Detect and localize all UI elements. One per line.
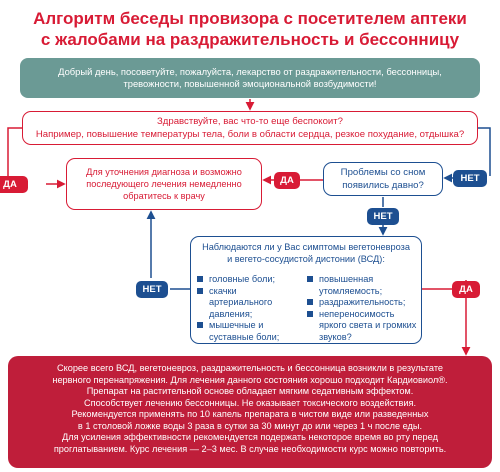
question-other-complaints: Здравствуйте, вас что-то еще беспокоит? … (22, 111, 478, 145)
symptoms-left-list: головные боли; скачки артериального давл… (197, 274, 297, 343)
question2-line-2: появились давно? (342, 180, 424, 191)
doctor-line-2: последующего лечения немедленно (86, 179, 242, 189)
question1-line-2: Например, повышение температуры тела, бо… (35, 129, 465, 140)
result-line: Препарат на растительной основе обладает… (86, 386, 414, 396)
title-line-2: с жалобами на раздражительность и бессон… (40, 30, 460, 49)
result-line: Для усиления эффективности рекомендуется… (62, 432, 438, 442)
symptom-item: скачки артериального давления; (197, 286, 297, 321)
result-line: Способствует лечению бессонницы. Не оказ… (83, 397, 417, 408)
visitor-request-box: Добрый день, посоветуйте, пожалуйста, ле… (20, 58, 480, 98)
symptom-item: головные боли; (197, 274, 297, 286)
symptom-item: раздражительность; (307, 297, 419, 309)
symptoms-question: Наблюдаются ли у Вас симптомы вегетоневр… (197, 242, 415, 265)
result-line: нервного перенапряжения. Для лечения дан… (52, 374, 448, 385)
symptoms-question-line-1: Наблюдаются ли у Вас симптомы вегетоневр… (202, 242, 410, 252)
doctor-line-1: Для уточнения диагноза и возможно (86, 167, 242, 177)
yes-label-q2: ДА (274, 172, 300, 189)
arrow-q1-no (478, 127, 491, 176)
title-line-1: Алгоритм беседы провизора с посетителем … (33, 9, 467, 28)
arrow-q1-yes (7, 127, 22, 178)
question1-line-1: Здравствуйте, вас что-то еще беспокоит? (156, 116, 344, 127)
result-line: Рекомендуется применять по 10 капель пре… (71, 409, 429, 419)
no-label-q2: НЕТ (367, 208, 399, 225)
see-doctor-box: Для уточнения диагноза и возможно послед… (66, 158, 262, 210)
no-label-symptoms: НЕТ (136, 281, 168, 298)
intro-line-2: тревожности, повышенной эмоциональной во… (123, 78, 377, 89)
symptoms-box: Наблюдаются ли у Вас симптомы вегетоневр… (190, 236, 422, 344)
intro-line-1: Добрый день, посоветуйте, пожалуйста, ле… (58, 66, 442, 77)
result-line: в 1 столовой ложке воды 3 раза в сутки з… (77, 420, 423, 431)
yes-label-symptoms: ДА (452, 281, 480, 298)
no-label-q1: НЕТ (453, 170, 487, 187)
symptoms-question-line-2: и вегето-сосудистой дистонии (ВСД): (227, 253, 385, 264)
result-line: проглатыванием. Курс лечения — 2–3 мес. … (53, 443, 447, 454)
doctor-line-3: обратитесь к врачу (123, 191, 205, 201)
page-title: Алгоритм беседы провизора с посетителем … (0, 8, 500, 50)
symptom-item: непереносимость яркого света и громких з… (307, 309, 419, 344)
question-sleep-duration: Проблемы со сном появились давно? (323, 162, 443, 196)
symptom-item: мышечные и суставные боли; (197, 320, 297, 343)
result-line: Скорее всего ВСД, вегетоневроз, раздражи… (56, 363, 444, 373)
recommendation-box: Скорее всего ВСД, вегетоневроз, раздражи… (8, 356, 492, 468)
symptoms-right-list: повышенная утомляемость; раздражительнос… (307, 274, 419, 343)
symptom-item: повышенная утомляемость; (307, 274, 419, 297)
yes-label-q1: ДА (0, 176, 28, 193)
question2-line-1: Проблемы со сном (340, 167, 426, 178)
